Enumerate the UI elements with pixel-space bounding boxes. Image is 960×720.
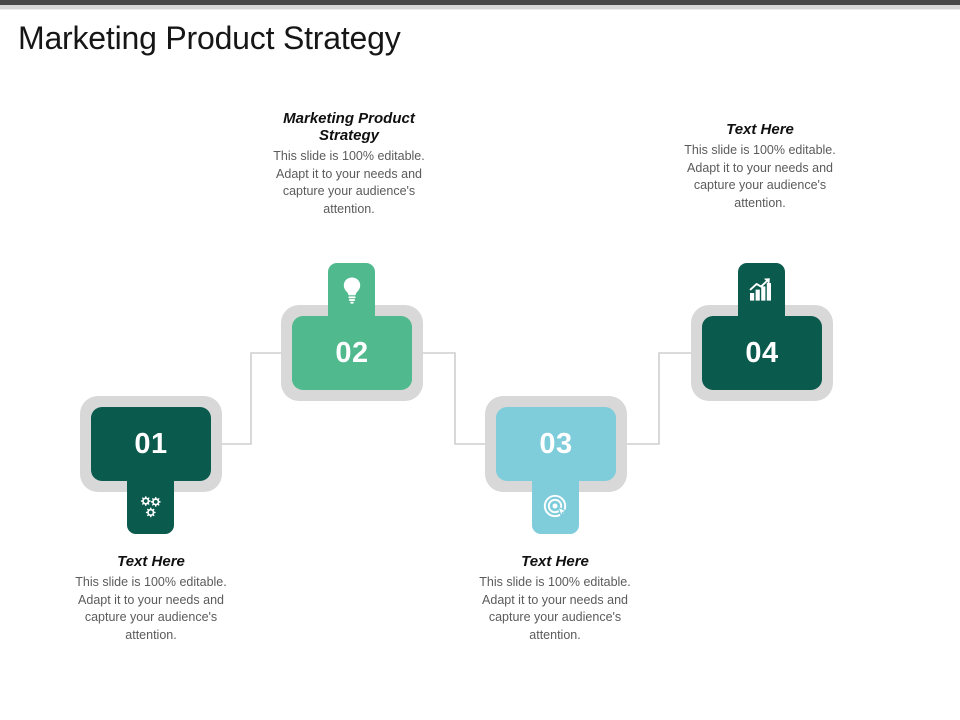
text-block-02-heading: Marketing Product Strategy	[283, 110, 415, 144]
connector-01-02	[222, 352, 281, 445]
text-block-04-heading: Text Here	[726, 121, 794, 138]
node-01-number: 01	[134, 427, 168, 460]
text-block-03: Text Here This slide is 100% editable. A…	[465, 553, 645, 644]
text-block-03-heading: Text Here	[521, 553, 589, 570]
growth-chart-icon	[738, 263, 785, 317]
node-02-card[interactable]: 02	[292, 316, 412, 390]
text-block-04: Text Here This slide is 100% editable. A…	[670, 121, 850, 212]
node-04-number: 04	[745, 336, 779, 369]
top-chrome-light-bar	[0, 5, 960, 9]
connector-03-04	[627, 352, 691, 445]
lightbulb-icon	[328, 263, 375, 317]
node-01-card[interactable]: 01	[91, 407, 211, 481]
top-chrome-dark-bar	[0, 0, 960, 5]
text-block-02: Marketing Product Strategy This slide is…	[259, 110, 439, 218]
node-02-number: 02	[335, 336, 369, 369]
text-block-03-body: This slide is 100% editable. Adapt it to…	[479, 575, 631, 642]
text-block-01-body: This slide is 100% editable. Adapt it to…	[75, 575, 227, 642]
page-title: Marketing Product Strategy	[18, 20, 401, 56]
node-02[interactable]: 02	[281, 263, 423, 401]
text-block-04-body: This slide is 100% editable. Adapt it to…	[684, 143, 836, 210]
node-01[interactable]: 01	[80, 396, 222, 534]
gears-icon	[127, 480, 174, 534]
text-block-01: Text Here This slide is 100% editable. A…	[61, 553, 241, 644]
node-03[interactable]: 03	[485, 396, 627, 534]
connector-02-03	[423, 352, 485, 445]
target-cursor-icon	[532, 480, 579, 534]
node-04[interactable]: 04	[691, 263, 833, 401]
top-chrome-rule	[0, 9, 960, 10]
node-03-card[interactable]: 03	[496, 407, 616, 481]
text-block-01-heading: Text Here	[117, 553, 185, 570]
node-04-card[interactable]: 04	[702, 316, 822, 390]
text-block-02-body: This slide is 100% editable. Adapt it to…	[273, 149, 425, 216]
node-03-number: 03	[539, 427, 573, 460]
